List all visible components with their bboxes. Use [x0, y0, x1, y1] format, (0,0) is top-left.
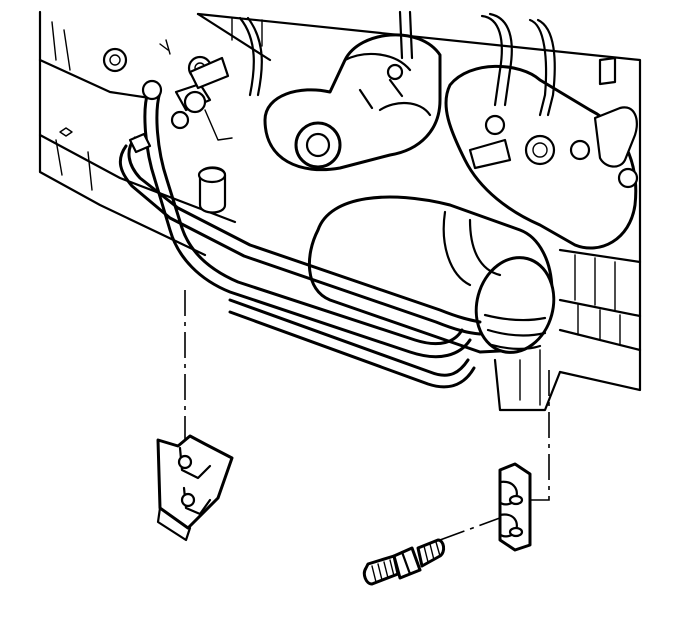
vacuum-tubes: [238, 10, 556, 117]
engine-block: [196, 12, 642, 412]
line-retaining-clip-left: [156, 434, 234, 542]
frame-crossmember: [38, 10, 237, 257]
line-retaining-clip-right: [498, 462, 532, 552]
line-fittings: [159, 39, 233, 214]
exhaust-manifold: [263, 33, 442, 172]
mounting-stud: [362, 538, 446, 586]
exhaust-manifold-right: [444, 64, 639, 250]
transmission-lines: [118, 79, 482, 389]
starter-motor: [307, 195, 556, 354]
